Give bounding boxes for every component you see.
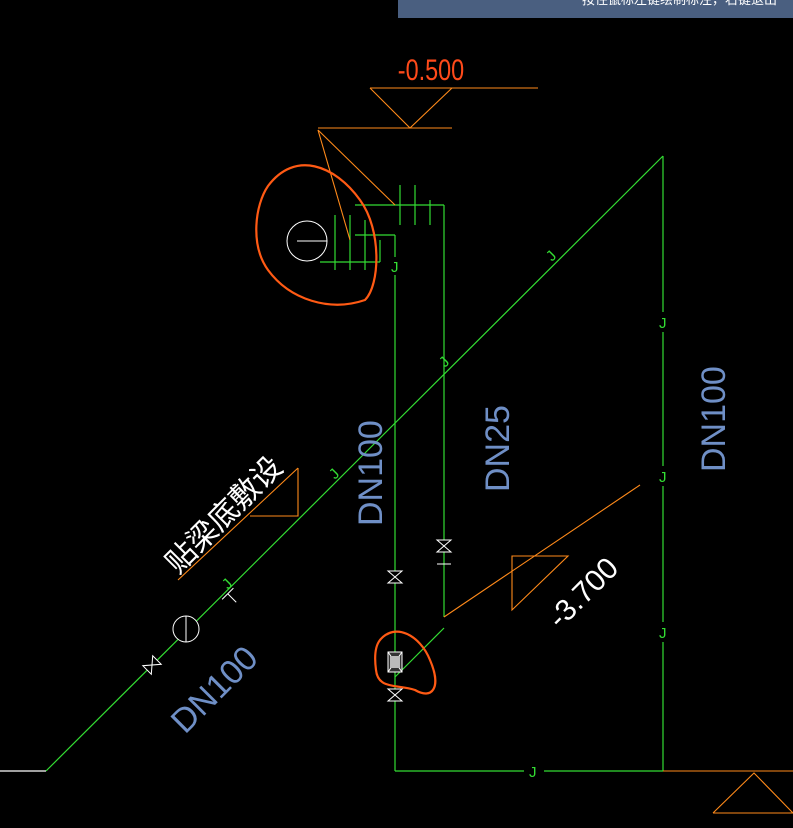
- beam-note-label: 贴梁底敷设: [160, 451, 289, 580]
- highlight-circle-top: [255, 164, 378, 306]
- j-label-right-1: J: [659, 315, 667, 332]
- elevation-marker-top: [317, 87, 538, 241]
- pipe-size-right-label: DN100: [695, 366, 733, 472]
- j-label-left: J: [391, 259, 399, 276]
- diag-valve-icon: [141, 654, 163, 676]
- valves: [141, 220, 453, 702]
- annotations: [177, 87, 793, 814]
- j-label-diag-3: J: [326, 466, 343, 483]
- command-prompt-bar: 按住鼠标左键绘制标注，右键退出: [398, 0, 793, 18]
- elevation-marker-mid: [443, 484, 641, 618]
- j-label-bottom: J: [529, 764, 537, 781]
- ground-marker-bottom-right: [663, 770, 793, 814]
- j-labels: J J J J J J J J J: [219, 248, 667, 781]
- j-label-diag-1: J: [543, 248, 560, 265]
- elevation-mid-label: -3.700: [542, 551, 625, 634]
- gate-valve-icon-dn25: [435, 539, 453, 565]
- gate-valve-icon-left-riser: [386, 570, 404, 584]
- j-label-right-2: J: [659, 469, 667, 486]
- gate-valve-icon-lower: [386, 688, 404, 702]
- fixture-circle-icon: [286, 220, 328, 262]
- j-label-right-3: J: [659, 625, 667, 642]
- beam-note-leader: [177, 467, 299, 581]
- elevation-top-label: -0.500: [398, 53, 464, 86]
- valve-junction-pipe: [394, 627, 445, 678]
- command-prompt-text: 按住鼠标左键绘制标注，右键退出: [581, 0, 777, 8]
- check-valve-icon-highlighted: [387, 651, 403, 673]
- label-gaps: [389, 257, 669, 777]
- highlight-marks[interactable]: [255, 164, 437, 695]
- strainer-icon: [221, 587, 237, 603]
- text-labels: -0.500 贴梁底敷设 -3.700 DN100 DN100 DN25 DN1…: [160, 53, 733, 740]
- water-meter-icon: [172, 615, 200, 643]
- highlight-circle-valve: [374, 630, 437, 695]
- pipe-size-left-label: DN100: [164, 639, 266, 741]
- pipe-size-diag-label: DN100: [352, 420, 390, 526]
- pipe-size-mid-label: DN25: [479, 405, 517, 492]
